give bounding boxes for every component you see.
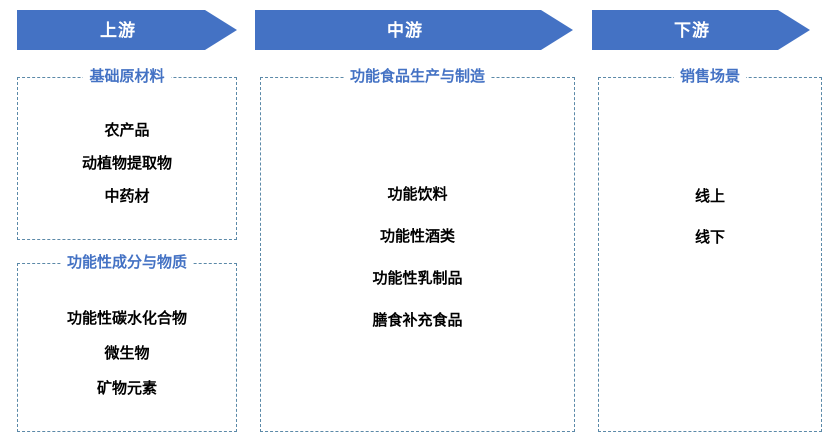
category-box-title-text: 功能性成分与物质 bbox=[60, 254, 193, 271]
category-box-title-text: 功能食品生产与制造 bbox=[343, 68, 491, 85]
list-item: 线下 bbox=[694, 229, 725, 246]
category-box-sales-channels: 销售场景 线上 线下 bbox=[598, 68, 822, 432]
list-item: 农产品 bbox=[104, 122, 150, 139]
stage-banner-upstream: 上游 bbox=[17, 10, 237, 50]
category-item-list: 功能性碳水化合物 微生物 矿物元素 bbox=[18, 311, 236, 416]
category-item-list: 线上 线下 bbox=[599, 189, 821, 271]
category-box-title-text: 销售场景 bbox=[673, 68, 746, 85]
list-item: 功能性碳水化合物 bbox=[66, 310, 187, 327]
list-item: 矿物元素 bbox=[96, 380, 157, 397]
list-item: 中药材 bbox=[104, 188, 150, 205]
category-box-basic-raw-materials: 基础原材料 农产品 动植物提取物 中药材 bbox=[17, 68, 237, 240]
category-item-list: 农产品 动植物提取物 中药材 bbox=[18, 123, 236, 222]
category-box-functional-ingredients: 功能性成分与物质 功能性碳水化合物 微生物 矿物元素 bbox=[17, 254, 237, 432]
list-item: 功能饮料 bbox=[387, 186, 448, 203]
list-item: 功能性酒类 bbox=[379, 228, 455, 245]
stage-banner-midstream: 中游 bbox=[255, 10, 573, 50]
category-box-title: 功能食品生产与制造 bbox=[261, 67, 574, 87]
category-box-title-text: 基础原材料 bbox=[83, 68, 171, 85]
category-item-list: 功能饮料 功能性酒类 功能性乳制品 膳食补充食品 bbox=[261, 187, 574, 355]
stage-banner-label: 上游 bbox=[100, 20, 136, 40]
category-box-title: 功能性成分与物质 bbox=[18, 253, 236, 273]
list-item: 线上 bbox=[694, 188, 725, 205]
list-item: 动植物提取物 bbox=[81, 155, 172, 172]
stage-banner-downstream: 下游 bbox=[592, 10, 810, 50]
list-item: 膳食补充食品 bbox=[372, 312, 463, 329]
stage-banner-label: 中游 bbox=[387, 20, 423, 40]
list-item: 功能性乳制品 bbox=[372, 270, 463, 287]
list-item: 微生物 bbox=[104, 345, 150, 362]
category-box-functional-food-production: 功能食品生产与制造 功能饮料 功能性酒类 功能性乳制品 膳食补充食品 bbox=[260, 68, 575, 432]
category-box-title: 基础原材料 bbox=[18, 67, 236, 87]
category-box-title: 销售场景 bbox=[599, 67, 821, 87]
stage-banner-label: 下游 bbox=[674, 20, 710, 40]
